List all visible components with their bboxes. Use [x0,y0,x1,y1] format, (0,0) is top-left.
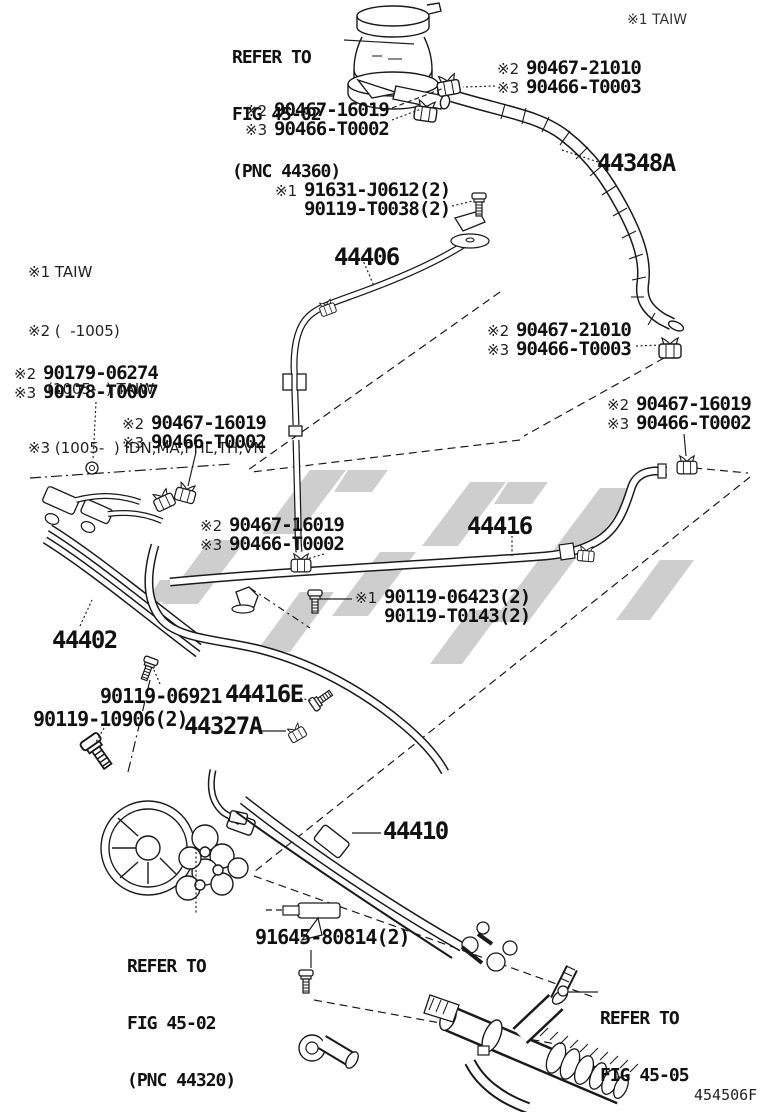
note-line: (1005- ) TAIW [28,380,155,398]
part-number: 91631-J0612(2) [304,179,451,201]
part-label-90119-10906: 90119-10906(2) [33,707,189,731]
tube-44406-drawing [282,210,490,553]
callout-bracket-bolts: ※1 91631-J0612(2) 90119-T0038(2) [275,179,451,220]
part-label-90119-06921: 90119-06921 [100,684,222,708]
callout-clamp-right: ※2 90467-16019 ※3 90466-T0002 [607,393,752,434]
refer-line: REFER TO [127,956,207,977]
refer-line: (PNC 44320) [127,1070,236,1091]
callout-clamp-left: ※2 90467-16019 ※3 90466-T0002 [122,412,267,453]
projection-lines [29,291,751,1045]
part-label-44416E: 44416E [225,680,304,708]
leader-lines [79,39,687,993]
ref-mark: ※3 [14,384,37,402]
note-line: ※3 (1005- ) IDN,MA,PHL,TH,VN [28,438,265,457]
part-number: 90467-16019 [229,514,345,536]
steering-rack-drawing [298,940,639,1112]
callout-grommet: ※2 90179-06274 ※3 90178-T0007 [14,362,159,403]
hose-44348A-drawing [450,89,685,332]
refer-note-reservoir: REFER TO FIG 45-02 (PNC 44360) [232,10,341,200]
callout-clip-bolts: ※1 90119-06423(2) 90119-T0143(2) [355,586,531,627]
ref-mark: ※1 [275,182,298,200]
ref-mark: ※2 [122,415,145,433]
part-number: 90466-T0002 [636,412,752,434]
part-number: 90466-T0002 [229,533,345,555]
refer-line: FIG 45-02 [127,1013,217,1034]
part-number: 90466-T0002 [151,431,267,453]
callout-clamp-top: ※2 90467-16019 ※3 90466-T0002 [245,99,390,140]
ref-mark: ※3 [122,434,145,452]
ref-mark: ※2 [487,322,510,340]
ref-mark: ※1 [355,589,378,607]
refer-line: FIG 45-05 [600,1065,690,1086]
part-label-44406: 44406 [334,243,400,271]
part-label-44410: 44410 [383,817,449,845]
part-number: 90466-T0003 [526,76,642,98]
ref-mark: ※2 [14,365,37,383]
part-number: 90467-16019 [151,412,267,434]
part-number: 90466-T0003 [516,338,632,360]
part-number: 90467-21010 [526,57,642,79]
figure-code: 454506F [694,1086,758,1104]
part-number: 90119-T0038(2) [304,198,451,220]
callout-clamp-top-right: ※2 90467-21010 ※3 90466-T0003 [497,57,642,98]
part-label-44416: 44416 [467,512,533,540]
part-number: 90467-16019 [274,99,390,121]
refer-note-pump: REFER TO FIG 45-02 (PNC 44320) [127,919,236,1109]
refer-line: (PNC 44360) [232,161,341,182]
ref-mark: ※3 [487,341,510,359]
refer-line: REFER TO [600,1008,680,1029]
part-number: 90466-T0002 [274,118,390,140]
refer-line: FIG 45-02 [232,104,322,125]
part-number: 90179-06274 [43,362,159,384]
refer-line: REFER TO [232,47,312,68]
note-line: ※1 TAIW [28,263,93,281]
part-number: 90119-T0143(2) [384,605,531,627]
note-line: ※2 ( -1005) [28,321,120,340]
hose-44416-drawing [169,463,667,587]
ref-mark: ※2 [200,517,223,535]
part-number: 90119-06423(2) [384,586,531,608]
ref-mark: ※2 [245,102,268,120]
variant-notes-block: ※1 TAIW ※2 ( -1005) (1005- ) TAIW ※3 (10… [28,224,265,478]
ref-mark: ※3 [245,121,268,139]
variant-note-top: ※1 TAIW [627,12,688,28]
part-label-91645-80814: 91645-80814(2) [255,925,411,949]
ref-mark: ※3 [497,79,520,97]
ref-mark: ※3 [200,536,223,554]
hose-44410-drawing [235,796,494,965]
part-number: 90178-T0007 [43,381,159,403]
part-number: 90467-16019 [636,393,752,415]
part-label-44348A: 44348A [597,149,676,177]
ref-mark: ※2 [607,396,630,414]
refer-note-rack: REFER TO FIG 45-05 (PNC 44200) [600,971,708,1112]
reservoir-drawing [347,2,451,110]
ref-mark: ※2 [497,60,520,78]
tube-44402-drawing [42,486,449,775]
part-label-44402: 44402 [52,626,118,654]
part-label-44327A: 44327A [184,712,263,740]
part-number: 90467-21010 [516,319,632,341]
pump-drawing [100,769,256,901]
callout-clamp-mid-right: ※2 90467-21010 ※3 90466-T0003 [487,319,632,360]
callout-clamp-mid: ※2 90467-16019 ※3 90466-T0002 [200,514,345,555]
ref-mark: ※3 [607,415,630,433]
